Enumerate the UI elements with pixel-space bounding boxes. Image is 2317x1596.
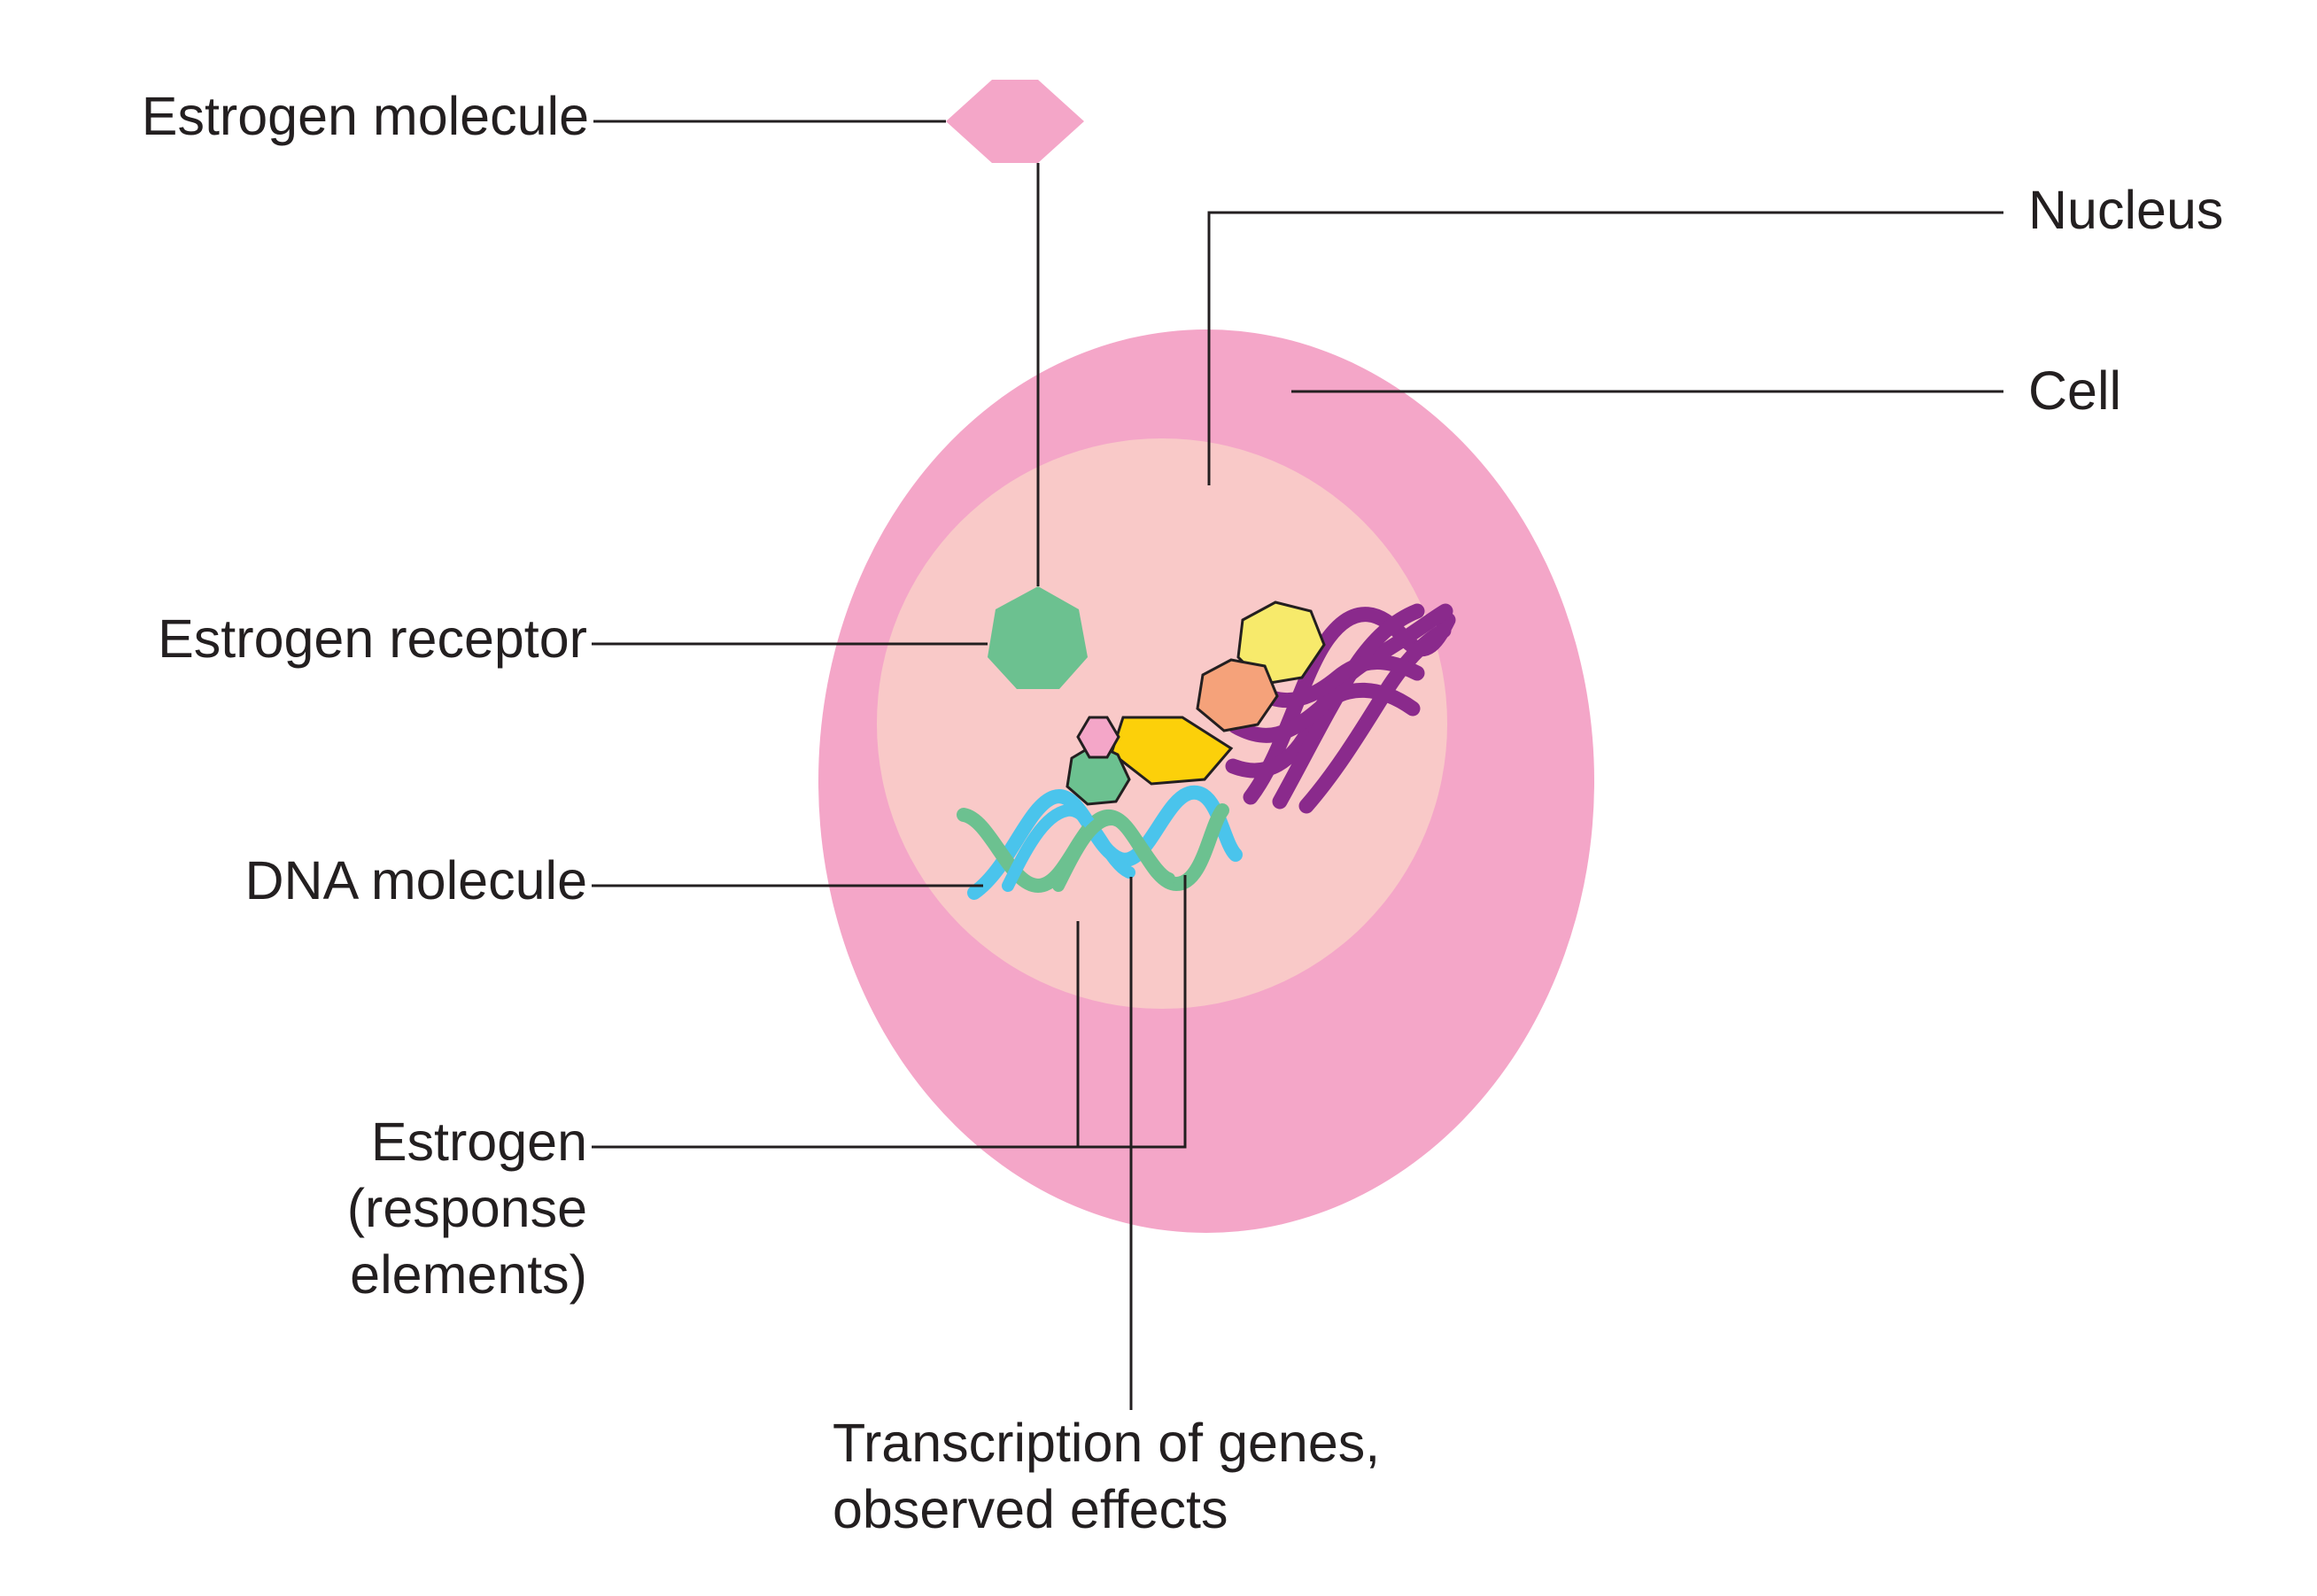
label-nucleus: Nucleus xyxy=(2028,180,2223,240)
label-estrogen-receptor: Estrogen receptor xyxy=(158,608,587,669)
label-estrogen-response-line3: elements) xyxy=(350,1244,587,1305)
label-cell: Cell xyxy=(2028,360,2121,421)
label-estrogen-molecule: Estrogen molecule xyxy=(142,86,589,146)
complex-yellow-heptagon xyxy=(1236,600,1326,686)
dna-molecule-helix xyxy=(957,785,1243,900)
estrogen-receptor-shape xyxy=(988,586,1088,689)
label-estrogen-response-line1: Estrogen xyxy=(371,1112,587,1172)
estrogen-molecule-shape xyxy=(946,80,1084,163)
label-transcription-line1: Transcription of genes, xyxy=(833,1413,1380,1473)
label-transcription-line2: observed effects xyxy=(833,1479,1228,1539)
complex-pink-hexagon xyxy=(1076,716,1120,759)
receptor-complex xyxy=(1066,600,1326,806)
leader-response-right xyxy=(592,875,1187,1149)
complex-green-heptagon xyxy=(1066,742,1131,806)
label-dna-molecule: DNA molecule xyxy=(245,850,588,910)
purple-dna-helix xyxy=(1225,603,1456,814)
leader-lines xyxy=(592,120,2003,1410)
complex-orange-heptagon xyxy=(1196,658,1279,732)
label-estrogen-response-line2: (response xyxy=(347,1178,587,1238)
leader-nucleus xyxy=(1207,211,2003,485)
